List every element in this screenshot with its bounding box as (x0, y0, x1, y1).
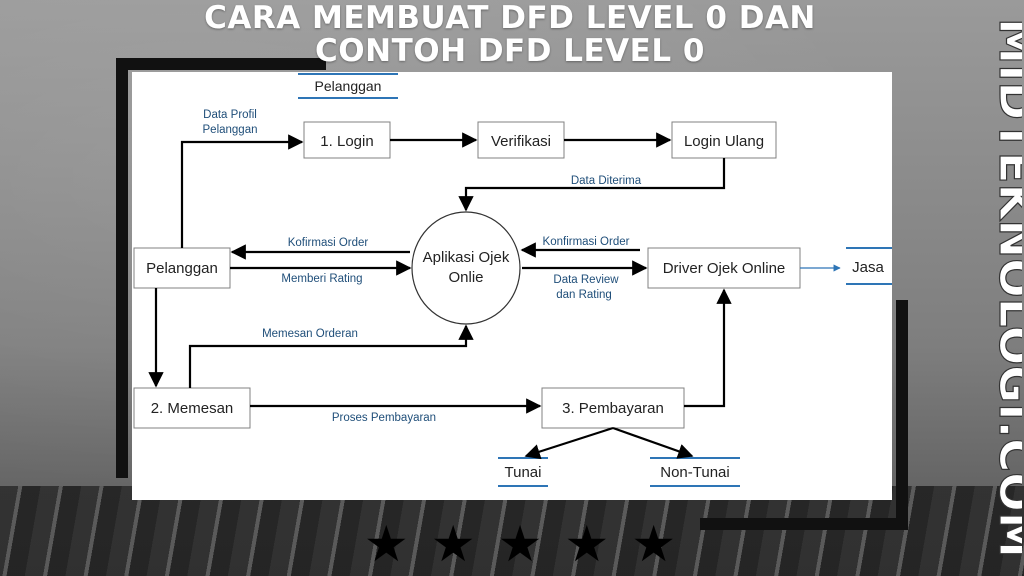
rating-stars: ★ ★ ★ ★ ★ (340, 518, 700, 570)
process-aplikasi-label-1: Aplikasi Ojek (423, 249, 510, 266)
flow-pembayaran-tunai (524, 426, 614, 460)
frame-bar-left (116, 58, 128, 478)
flow-memesan-orderan (188, 324, 474, 388)
frame-bar-bottom-right (700, 518, 908, 530)
page-title: CARA MEMBUAT DFD LEVEL 0 DAN CONTOH DFD … (130, 2, 890, 68)
label-memberi-rating: Memberi Rating (281, 273, 362, 285)
frame-bar-top (116, 58, 326, 70)
process-verifikasi-label: Verifikasi (491, 133, 551, 150)
title-line-2: CONTOH DFD LEVEL 0 (315, 33, 705, 69)
star-icon: ★ (564, 515, 610, 573)
datastore-non-tunai-label: Non-Tunai (660, 464, 729, 481)
entity-driver-label: Driver Ojek Online (663, 260, 786, 277)
process-aplikasi-ojek: Aplikasi Ojek Onlie (411, 211, 521, 325)
process-login: 1. Login (303, 121, 391, 159)
process-aplikasi-label-2: Onlie (448, 269, 483, 286)
label-memesan-orderan: Memesan Orderan (262, 328, 358, 340)
label-proses-pembayaran: Proses Pembayaran (332, 412, 436, 424)
star-icon: ★ (363, 515, 409, 573)
process-memesan-label: 2. Memesan (151, 400, 234, 417)
process-login-ulang-label: Login Ulang (684, 133, 764, 150)
label-kofirmasi-order: Kofirmasi Order (288, 237, 369, 249)
label-data-review-1: Data Review (553, 274, 619, 286)
star-icon: ★ (631, 515, 677, 573)
star-icon: ★ (430, 515, 476, 573)
diagram-panel: Pelanggan 1. Login Verifikasi Login Ulan… (132, 72, 892, 500)
label-konfirmasi-order: Konfirmasi Order (543, 236, 630, 248)
star-icon: ★ (497, 515, 543, 573)
watermark-text: MIDTEKNOLOGI.COM (989, 18, 1022, 558)
entity-driver: Driver Ojek Online (647, 247, 801, 289)
entity-pelanggan-label: Pelanggan (146, 260, 218, 277)
datastore-pelanggan-top-label: Pelanggan (315, 78, 382, 94)
process-memesan: 2. Memesan (133, 387, 251, 429)
building-background (0, 486, 1024, 576)
datastore-tunai-label: Tunai (505, 464, 542, 481)
process-pembayaran-label: 3. Pembayaran (562, 400, 664, 417)
flow-pembayaran-driver (684, 288, 732, 408)
process-login-ulang: Login Ulang (671, 121, 777, 159)
datastore-jasa-label: Jasa (852, 259, 884, 276)
process-login-label: 1. Login (320, 133, 373, 150)
datastore-pelanggan-top: Pelanggan (298, 73, 398, 99)
flow-pembayaran-non-tunai (612, 426, 694, 459)
datastore-non-tunai: Non-Tunai (650, 457, 740, 487)
frame-bar-right (896, 300, 908, 530)
process-pembayaran: 3. Pembayaran (541, 387, 685, 429)
watermark: MIDTEKNOLOGI.COM (988, 17, 1022, 558)
label-data-diterima: Data Diterima (571, 175, 642, 187)
entity-pelanggan: Pelanggan (133, 247, 231, 289)
label-data-review-2: dan Rating (556, 289, 612, 301)
label-data-profil-1: Data Profil (203, 109, 257, 121)
datastore-jasa: Jasa (846, 247, 892, 285)
dfd-diagram: Pelanggan 1. Login Verifikasi Login Ulan… (133, 73, 892, 487)
flow-data-diterima (458, 158, 726, 212)
label-data-profil-2: Pelanggan (203, 124, 258, 136)
datastore-tunai: Tunai (498, 457, 548, 487)
title-line-1: CARA MEMBUAT DFD LEVEL 0 DAN (204, 0, 816, 36)
process-verifikasi: Verifikasi (477, 121, 565, 159)
flow-data-profil (180, 134, 304, 248)
